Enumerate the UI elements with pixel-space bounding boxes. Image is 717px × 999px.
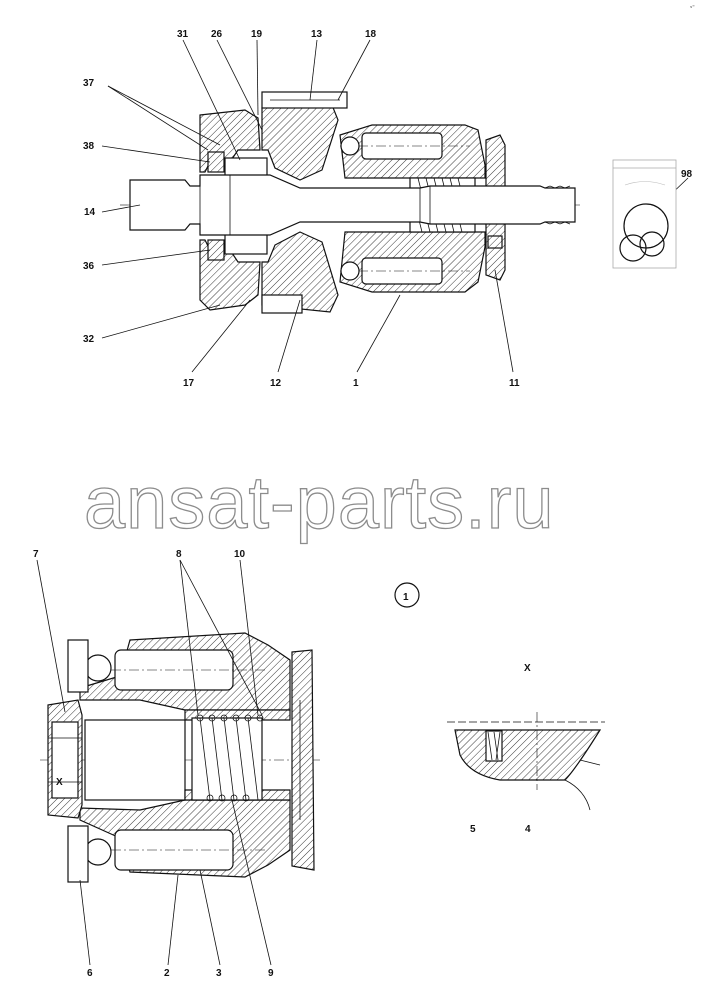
center-spring: [191, 717, 263, 801]
drive-shaft: [129, 174, 576, 236]
corner-mark: ч"": [690, 4, 696, 9]
callout-12: 12: [270, 378, 282, 389]
callout-18: 18: [365, 29, 377, 40]
piston-ball-lower: [340, 261, 360, 281]
callout-98: 98: [681, 169, 693, 180]
detail-seal: [485, 730, 503, 762]
retaining-ring: [487, 235, 503, 249]
seal-upper: [207, 151, 225, 173]
rotary-ball-upper: [84, 654, 112, 682]
detail-section: [454, 729, 602, 781]
top-leaders: [101, 39, 689, 373]
callout-37: 37: [83, 78, 95, 89]
callout-5: 5: [470, 824, 476, 835]
detail-circle: [394, 582, 420, 608]
callout-32: 32: [83, 334, 95, 345]
slipper-lower: [67, 825, 89, 883]
piston-ball-upper: [340, 136, 360, 156]
rotary-ball-lower: [84, 838, 112, 866]
swash-plate-upper: [261, 99, 339, 181]
bottom-callouts: 7 8 10 6 2 3 9 X: [33, 549, 274, 979]
seal-kit-bag: [612, 159, 677, 269]
barrel-bore: [84, 719, 186, 801]
callout-14: 14: [84, 207, 96, 218]
callout-4: 4: [525, 824, 531, 835]
seal-lower: [207, 239, 225, 261]
callout-13: 13: [311, 29, 323, 40]
callout-38: 38: [83, 141, 95, 152]
o-ring-small-left: [619, 234, 647, 262]
top-section-view: [120, 91, 580, 314]
callout-17: 17: [183, 378, 195, 389]
callout-11: 11: [509, 378, 520, 389]
callout-1: 1: [353, 378, 359, 389]
control-block-bottom: [261, 294, 303, 314]
callout-7: 7: [33, 549, 39, 560]
bottom-section-view: [40, 632, 320, 883]
detail-view: 1 X 5 4: [394, 582, 605, 835]
callout-3: 3: [216, 968, 222, 979]
rotary-port-face: [291, 649, 315, 871]
callout-19: 19: [251, 29, 263, 40]
callout-31: 31: [177, 29, 189, 40]
top-callouts: 31 26 19 13 18 37 38 14 36 32 17 12 1 11…: [83, 29, 693, 389]
slipper-upper: [67, 639, 89, 693]
bottom-leaders: [36, 559, 272, 966]
callout-8: 8: [176, 549, 182, 560]
callout-2: 2: [164, 968, 170, 979]
callout-9: 9: [268, 968, 274, 979]
section-marker-x: X: [56, 777, 63, 788]
callout-10: 10: [234, 549, 246, 560]
callout-6: 6: [87, 968, 93, 979]
callout-36: 36: [83, 261, 95, 272]
retainer-bore: [51, 721, 79, 799]
detail-view-label: X: [524, 663, 531, 674]
detail-circle-label: 1: [403, 592, 409, 603]
callout-26: 26: [211, 29, 223, 40]
o-ring-small-right: [639, 231, 665, 257]
watermark: ansat-parts.ru: [84, 461, 555, 544]
